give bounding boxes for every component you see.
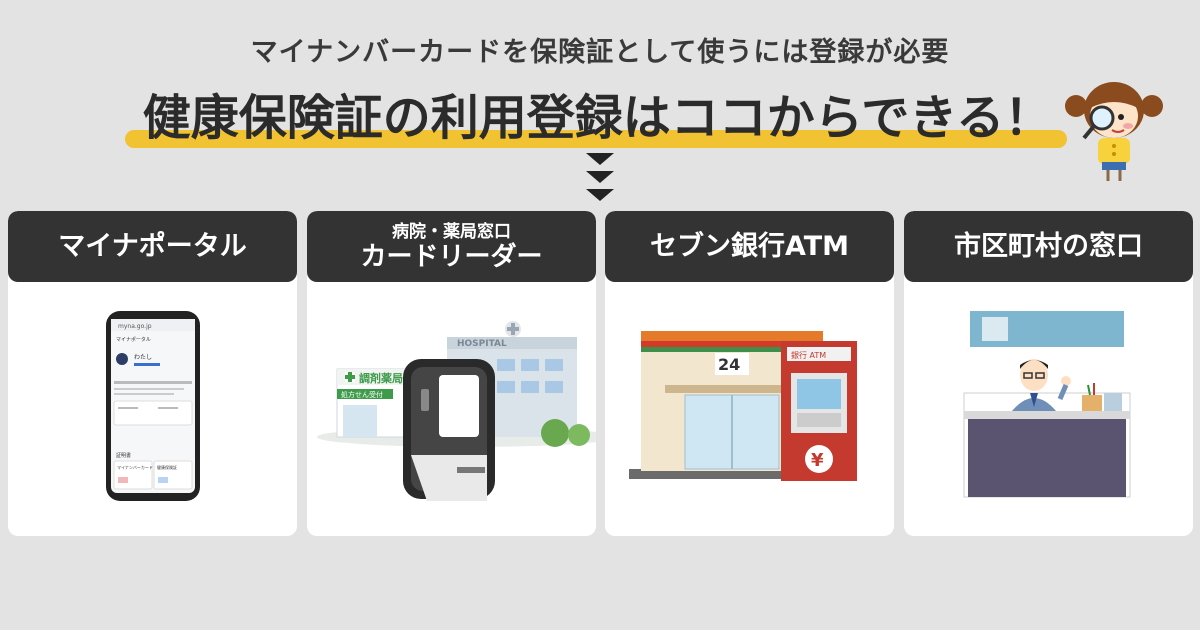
office-counter-illustration — [963, 311, 1131, 498]
phone-item1: マイナンバーカード — [117, 464, 153, 470]
card-reader-illustration: HOSPITAL 調剤薬局 処方せん受付 — [317, 321, 596, 501]
headline: 健康保険証の利用登録はココからできる！ — [142, 90, 1053, 146]
card-header: マイナポータル — [8, 211, 297, 282]
atm-yen-symbol: ¥ — [811, 450, 824, 471]
prescription-sign: 処方せん受付 — [341, 390, 383, 399]
phone-user-name: わたし — [134, 354, 152, 361]
smartphone-illustration: myna.go.jp マイナポータル わたし 証明書 マイナンバーカード 健康保… — [106, 311, 200, 501]
card-mynaportal[interactable]: マイナポータル myna.go.jp マイナポータル わたし 証明書 マイナンバ… — [8, 211, 297, 536]
phone-app-name: マイナポータル — [116, 336, 151, 343]
card-header: 市区町村の窓口 — [904, 211, 1193, 282]
card-title: マイナポータル — [58, 230, 247, 262]
store-sign: 24 — [718, 355, 740, 374]
phone-item2: 健康保険証 — [157, 464, 177, 470]
phone-section: 証明書 — [116, 452, 131, 459]
card-title: 市区町村の窓口 — [954, 230, 1143, 262]
card-city-office[interactable]: 市区町村の窓口 — [904, 211, 1193, 536]
atm-sign: 銀行 ATM — [791, 350, 826, 360]
hospital-sign: HOSPITAL — [457, 339, 507, 349]
headline-highlight — [125, 130, 1067, 148]
down-arrows-icon — [586, 153, 614, 201]
card-title: カードリーダー — [360, 241, 543, 272]
pharmacy-sign: 調剤薬局 — [359, 371, 403, 385]
card-seven-bank-atm[interactable]: セブン銀行ATM 24 銀行 ATM ¥ — [605, 211, 894, 536]
subtitle: マイナンバーカードを保険証として使うには登録が必要 — [250, 37, 950, 68]
phone-url: myna.go.jp — [118, 323, 152, 330]
card-card-reader[interactable]: 病院・薬局窓口 カードリーダー HOSPITAL 調剤薬局 処方せん受付 — [307, 211, 596, 536]
headline-block: 健康保険証の利用登録はココからできる！ — [125, 78, 1070, 148]
card-header: セブン銀行ATM — [605, 211, 894, 282]
card-pre-title: 病院・薬局窓口 — [392, 221, 511, 242]
card-header: 病院・薬局窓口 カードリーダー — [307, 211, 596, 282]
convenience-store-atm-illustration: 24 銀行 ATM ¥ — [629, 331, 857, 481]
girl-magnifier-icon — [1065, 82, 1163, 181]
card-title: セブン銀行ATM — [649, 230, 850, 262]
